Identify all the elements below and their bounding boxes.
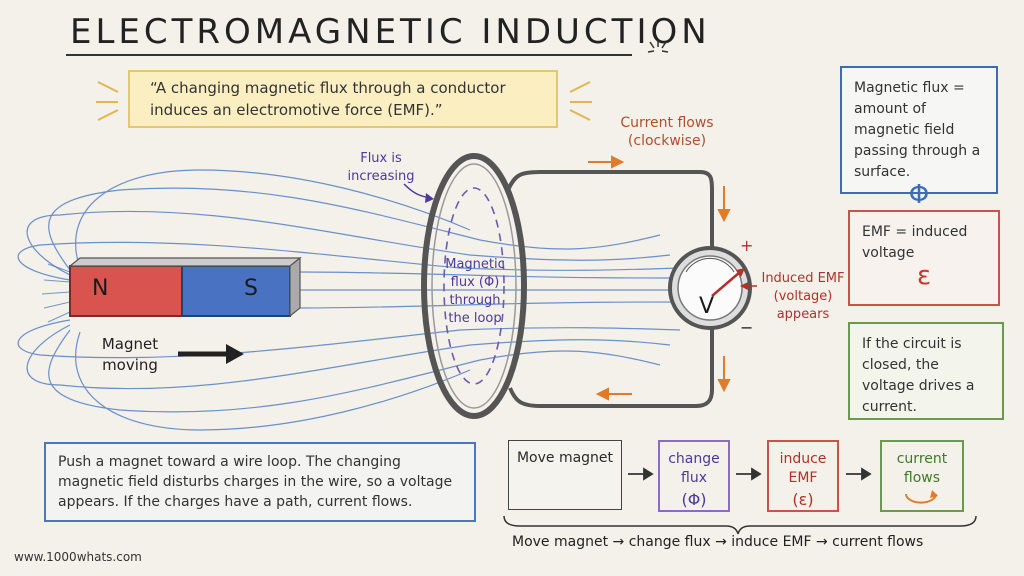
- flow-step-current: current flows: [880, 440, 964, 512]
- summary-brace: [503, 515, 977, 535]
- page-title: ELECTROMAGNETIC INDUCTION: [70, 12, 711, 52]
- explanation-text: Push a magnet toward a wire loop. The ch…: [58, 454, 453, 510]
- closed-circuit-text: If the circuit is closed, the voltage dr…: [862, 336, 975, 415]
- loop-flux-label: Magnetic flux (Φ) through the loop: [445, 257, 505, 326]
- voltmeter-plus: +: [740, 236, 754, 255]
- flow-step-flux-symbol: (Φ): [681, 490, 707, 509]
- current-flows-note: Current flows (clockwise): [620, 115, 714, 149]
- magnetic-field-lines: [17, 169, 701, 431]
- flow-summary: Move magnet → change flux → induce EMF →…: [512, 534, 924, 550]
- voltmeter-label: V: [699, 294, 715, 319]
- title-underline: [66, 54, 632, 56]
- circular-current-icon: [905, 493, 937, 504]
- flux-area-dashed: [443, 187, 505, 385]
- flow-step-emf: induce EMF (ε): [767, 440, 839, 512]
- flux-symbol: Φ: [908, 180, 930, 210]
- north-pole-label: N: [92, 276, 109, 301]
- quote-rays-left-icon: [96, 81, 119, 121]
- flow-step-flux-label: change flux: [668, 451, 720, 486]
- circuit-wire: [506, 170, 714, 408]
- flow-step-emf-symbol: (ε): [792, 490, 814, 509]
- flux-increasing-note: Flux is increasing: [347, 151, 415, 184]
- sparkle-icon: [647, 40, 669, 53]
- voltmeter: [668, 246, 752, 330]
- voltmeter-minus: −: [740, 318, 754, 337]
- emf-definition-text: EMF = induced voltage: [862, 224, 968, 261]
- north-pole-field-hairs: [41, 263, 71, 323]
- emf-symbol: ε: [916, 261, 932, 291]
- flux-definition-text: Magnetic flux = amount of magnetic field…: [854, 80, 981, 180]
- wire-loop: [421, 153, 527, 419]
- emf-definition-box: EMF = induced voltage ε: [848, 210, 1000, 306]
- flow-step-move-label: Move magnet: [516, 450, 614, 466]
- flux-definition-box: Magnetic flux = amount of magnetic field…: [840, 66, 998, 208]
- magnet-north-pole: [69, 265, 183, 317]
- explanation-box: Push a magnet toward a wire loop. The ch…: [44, 442, 476, 522]
- induced-emf-note: Induced EMF (voltage) appears: [761, 271, 845, 322]
- flow-step-emf-label: induce EMF: [779, 451, 827, 486]
- magnet-caption: Magnet moving: [101, 335, 159, 374]
- south-pole-label: S: [244, 276, 258, 301]
- flow-step-move: Move magnet: [508, 440, 622, 510]
- current-arrows: [588, 155, 731, 401]
- flow-step-current-label: current flows: [896, 451, 948, 486]
- quote-box: “A changing magnetic flux through a cond…: [128, 70, 558, 128]
- quote-rays-right-icon: [569, 81, 592, 121]
- quote-text: “A changing magnetic flux through a cond…: [150, 79, 506, 119]
- magnet-motion-arrow: [178, 344, 244, 364]
- magnet-south-pole: [181, 265, 291, 317]
- flow-step-flux: change flux (Φ): [658, 440, 730, 512]
- flow-arrows: [628, 467, 872, 481]
- website-credit: www.1000whats.com: [14, 550, 142, 564]
- closed-circuit-box: If the circuit is closed, the voltage dr…: [848, 322, 1004, 420]
